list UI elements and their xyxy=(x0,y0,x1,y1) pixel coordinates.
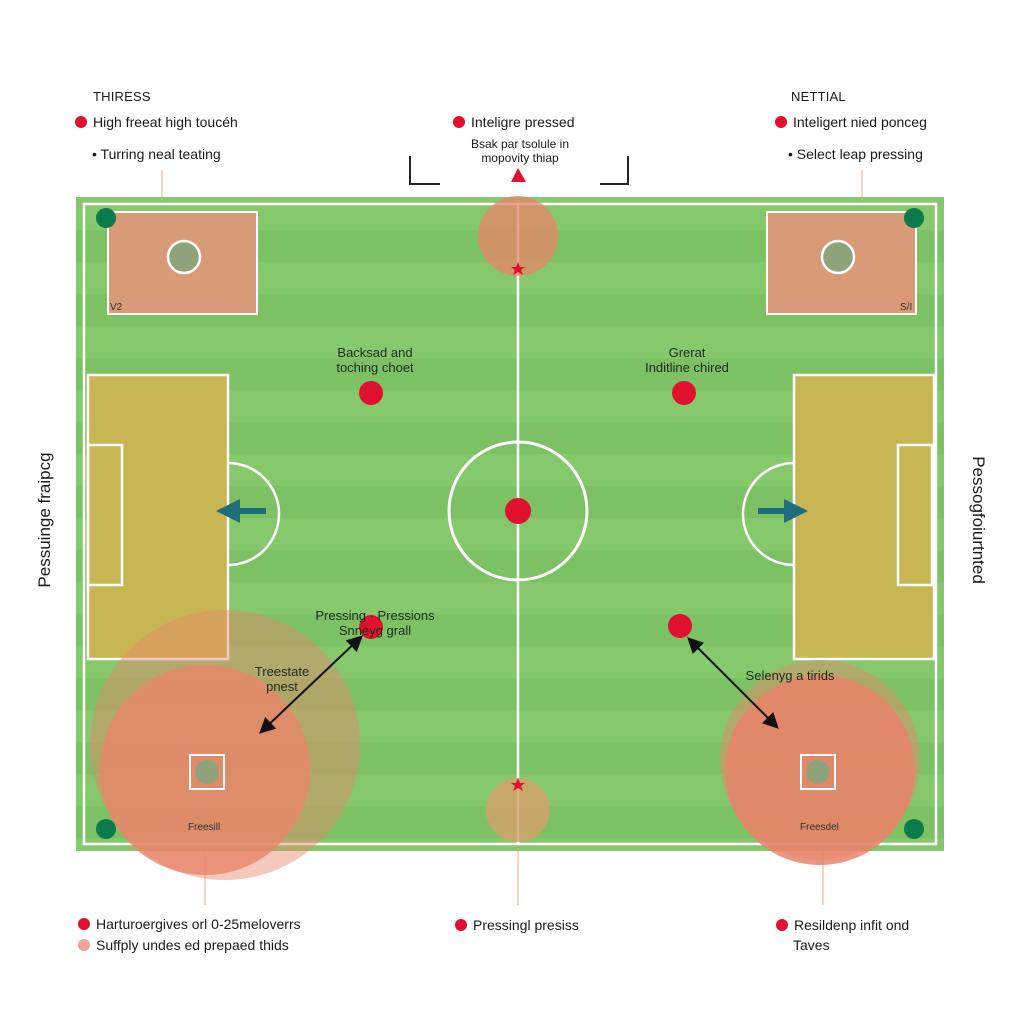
side-label-left: Pessuinge fraipcg xyxy=(35,452,54,588)
red-dot-icon xyxy=(78,918,90,930)
corner-flag-bl xyxy=(96,819,116,839)
zone-top-center xyxy=(478,196,558,276)
legend-bottom-left-2: Suffply undes ed prepaed thids xyxy=(78,937,289,953)
label-seleniyg: Selenyg a tirids xyxy=(745,668,835,683)
press-point xyxy=(359,615,383,639)
box-bottom-right xyxy=(800,754,836,790)
centre-circle xyxy=(447,440,589,582)
legend-top-left-1: High freeat high toucéh xyxy=(75,114,238,130)
legend-top-center: Inteligre pressed xyxy=(453,114,575,130)
legend-top-right-2: • Select leap pressing xyxy=(788,146,923,162)
corner-flag-tl xyxy=(96,208,116,228)
movement-arrow-right xyxy=(687,637,779,729)
bracket-left xyxy=(409,156,440,185)
press-point-center xyxy=(505,498,531,524)
marker-bottom-left xyxy=(195,760,219,784)
legend-text: Harturoergives orl 0-25meloverrs xyxy=(96,916,301,932)
red-dot-icon xyxy=(776,919,788,931)
bracket-right xyxy=(600,156,629,185)
legend-bottom-right-1: Resildenp infit ond xyxy=(776,917,909,933)
legend-text: Resildenp infit ond xyxy=(794,917,910,933)
legend-bottom-left-1: Harturoergives orl 0-25meloverrs xyxy=(78,916,301,932)
side-label-right: Pessogfoiurtnted xyxy=(969,456,988,584)
marker-bottom-right xyxy=(806,760,830,784)
light-dot-icon xyxy=(78,939,90,951)
teal-arrow-right-icon xyxy=(758,499,808,523)
header-left: THIRESS xyxy=(93,89,151,104)
penalty-arc-left xyxy=(227,461,281,567)
marker-top-left xyxy=(166,239,202,275)
legend-top-left-2: • Turring neal teating xyxy=(92,146,221,162)
label-treestate: Treestate pnest xyxy=(254,664,310,694)
label-corner-tl: V2 xyxy=(110,302,123,313)
top-star-icon xyxy=(511,168,526,182)
zone-bottom-center xyxy=(486,778,550,842)
legend-text: Pressingl presiss xyxy=(473,917,579,933)
press-point xyxy=(668,614,692,638)
red-dot-icon xyxy=(75,116,87,128)
header-right: NETTIAL xyxy=(791,89,846,104)
legend-text: Suffply undes ed prepaed thids xyxy=(96,937,289,953)
penalty-arc-right xyxy=(741,461,795,567)
red-dot-icon xyxy=(455,919,467,931)
label-press-mid-left: Pressing · Pressions Snneyg grall xyxy=(315,608,435,638)
star-icon xyxy=(511,778,525,791)
penalty-box-left xyxy=(86,373,230,661)
legend-bottom-center: Pressingl presiss xyxy=(455,917,579,933)
movement-arrow-left xyxy=(259,635,363,734)
penalty-box-right xyxy=(792,373,936,661)
label-top-right-zone: Grerat Inditline chired xyxy=(645,345,729,375)
legend-text: Inteligert nied ponceg xyxy=(793,114,927,130)
label-top-left-zone: Backsad and toching choet xyxy=(336,345,414,375)
marker-top-right xyxy=(820,239,856,275)
label-bottom-right-box: Freesdel xyxy=(800,822,839,833)
red-dot-icon xyxy=(775,116,787,128)
corner-flag-br xyxy=(904,819,924,839)
box-bottom-left xyxy=(189,754,225,790)
legend-top-center-sub: Bsak par tsolule in mopovity thiap xyxy=(470,137,570,165)
goal-box-right xyxy=(896,443,934,587)
corner-flag-tr xyxy=(904,208,924,228)
legend-top-right-1: Inteligert nied ponceg xyxy=(775,114,927,130)
label-bottom-left-box: Freesill xyxy=(188,822,221,833)
legend-bottom-right-2: Taves xyxy=(793,937,830,953)
goal-box-left xyxy=(86,443,124,587)
red-dot-icon xyxy=(453,116,465,128)
legend-text: Inteligre pressed xyxy=(471,114,575,130)
press-point xyxy=(359,381,383,405)
legend-text: High freeat high toucéh xyxy=(93,114,238,130)
label-corner-tr: S/I xyxy=(900,302,913,313)
press-point xyxy=(672,381,696,405)
star-icon xyxy=(511,262,525,275)
teal-arrow-left-icon xyxy=(216,499,266,523)
